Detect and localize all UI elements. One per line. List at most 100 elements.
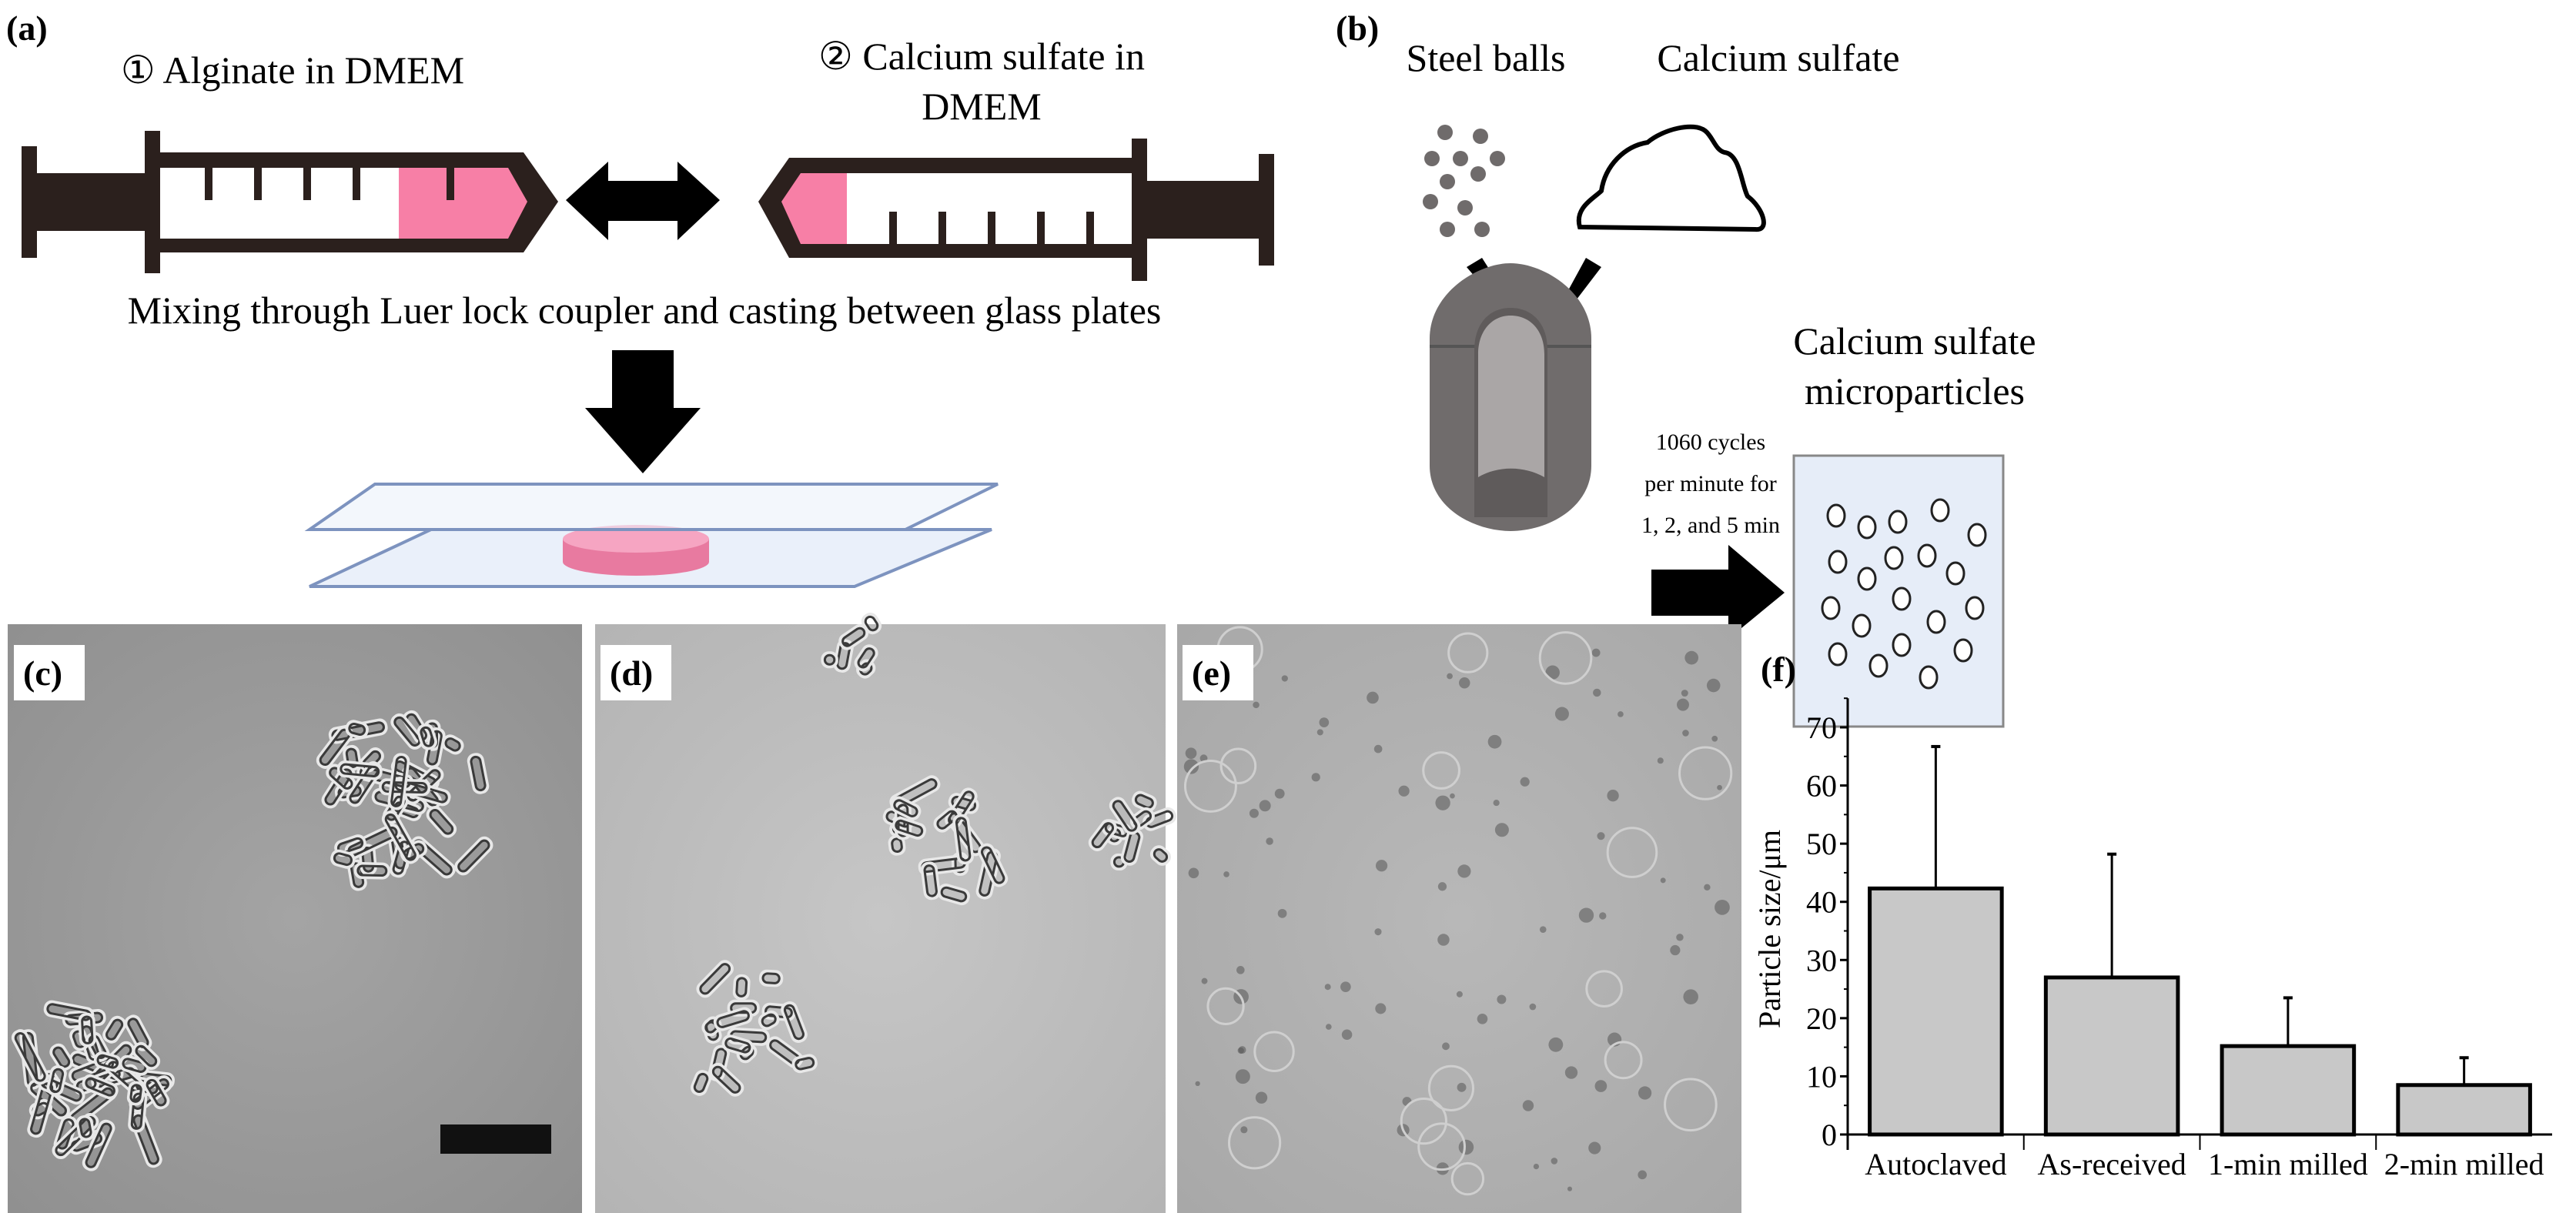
crystal [721, 1034, 754, 1057]
crystal [128, 1090, 148, 1133]
x-tick-label: Autoclaved [1865, 1147, 2006, 1181]
crystal [381, 810, 420, 864]
syringe-icon [758, 139, 1274, 281]
crystal [93, 1051, 122, 1072]
particle [1594, 1080, 1607, 1092]
crystal [758, 1010, 780, 1031]
crystal [142, 1075, 170, 1110]
particle [1660, 877, 1666, 884]
particle [1522, 1100, 1534, 1111]
panel-f-chart: (f) Particle size/μm 010203040506070Auto… [1752, 650, 2552, 1181]
particle [1457, 864, 1471, 878]
particle [1953, 638, 1973, 663]
particle [1456, 991, 1463, 997]
particle [1711, 735, 1718, 742]
bar [2043, 975, 2180, 1137]
crystal [948, 793, 979, 814]
panel-c-label: (c) [23, 653, 62, 693]
microparticles-box [1792, 454, 2005, 728]
crystal [102, 1015, 127, 1044]
particle [1185, 747, 1197, 760]
y-tick-label: 20 [1806, 1001, 1837, 1036]
x-tick-label: 1-min milled [2208, 1147, 2368, 1181]
particle [1704, 884, 1711, 891]
particle [1892, 633, 1912, 657]
particle [1520, 777, 1530, 787]
process-line2: per minute for [1644, 471, 1777, 496]
particle [1281, 675, 1288, 682]
particle [1597, 832, 1605, 840]
particle [1340, 981, 1351, 992]
particle [1676, 934, 1684, 941]
particle [1965, 596, 1985, 620]
y-tick-label: 70 [1806, 710, 1837, 745]
crystal [426, 806, 457, 838]
particle [1967, 523, 1987, 547]
scale-bar [440, 1124, 551, 1154]
particle [1259, 800, 1271, 812]
crystal [82, 1074, 119, 1100]
particle [1316, 729, 1323, 736]
panel-e-label: (e) [1192, 653, 1231, 693]
particle [1852, 613, 1872, 638]
crystal [1109, 797, 1141, 835]
crystal [454, 836, 493, 876]
particle [1684, 650, 1699, 665]
crystal [49, 1043, 74, 1071]
particle [1715, 899, 1730, 915]
crystal [126, 1081, 146, 1106]
particle [1435, 795, 1450, 810]
crystal [467, 753, 490, 794]
particle [1238, 1046, 1246, 1054]
crystal [727, 999, 760, 1017]
y-axis-label: Particle size/μm [1752, 830, 1787, 1028]
particle [1638, 1086, 1652, 1100]
calcium-sulfate-label: Calcium sulfate [1657, 36, 1899, 79]
particle [1249, 808, 1259, 818]
bar [2220, 1044, 2357, 1137]
particle [1235, 1069, 1250, 1084]
particle [1277, 908, 1287, 918]
crystal [129, 1111, 162, 1168]
particle [1917, 543, 1937, 568]
powder-pile-icon [1576, 124, 1766, 232]
particle [1588, 1141, 1601, 1155]
crystal [52, 1113, 99, 1160]
crystal [1129, 807, 1155, 830]
crystal [920, 861, 941, 901]
particle [1494, 823, 1509, 837]
particle [1554, 707, 1569, 721]
particle [1826, 503, 1846, 528]
crystal [708, 1062, 744, 1097]
particle [1311, 773, 1320, 782]
panel-b: (b) Steel balls Calcium sulfate 1060 cyc… [1336, 8, 2036, 728]
steel-balls-label: Steel balls [1407, 36, 1566, 79]
x-tick-label: 2-min milled [2384, 1147, 2544, 1181]
crystal [690, 1070, 712, 1096]
crystal [952, 814, 974, 865]
crystal [933, 807, 961, 833]
particle [1828, 642, 1848, 667]
right-arrow-icon [1651, 545, 1785, 639]
particle [1458, 1139, 1474, 1155]
particle [1683, 989, 1698, 1004]
panel-b-label: (b) [1336, 8, 1379, 48]
crystal [417, 723, 437, 750]
crystal [696, 960, 734, 998]
particle [1497, 994, 1507, 1004]
particle [1437, 934, 1450, 946]
particle [1447, 673, 1453, 680]
particle [1266, 837, 1273, 845]
particle [1857, 515, 1877, 540]
micrograph-c: (c) [8, 624, 582, 1213]
y-tick-label: 50 [1806, 827, 1837, 861]
crystal [441, 734, 464, 755]
particle [1533, 1163, 1540, 1170]
crystal [132, 1041, 161, 1071]
particle [1367, 691, 1379, 704]
particle [1945, 561, 1965, 586]
particle [1551, 1158, 1558, 1165]
milling-jar-icon [1430, 263, 1591, 531]
particle [1857, 566, 1877, 591]
particle [1255, 1091, 1268, 1104]
